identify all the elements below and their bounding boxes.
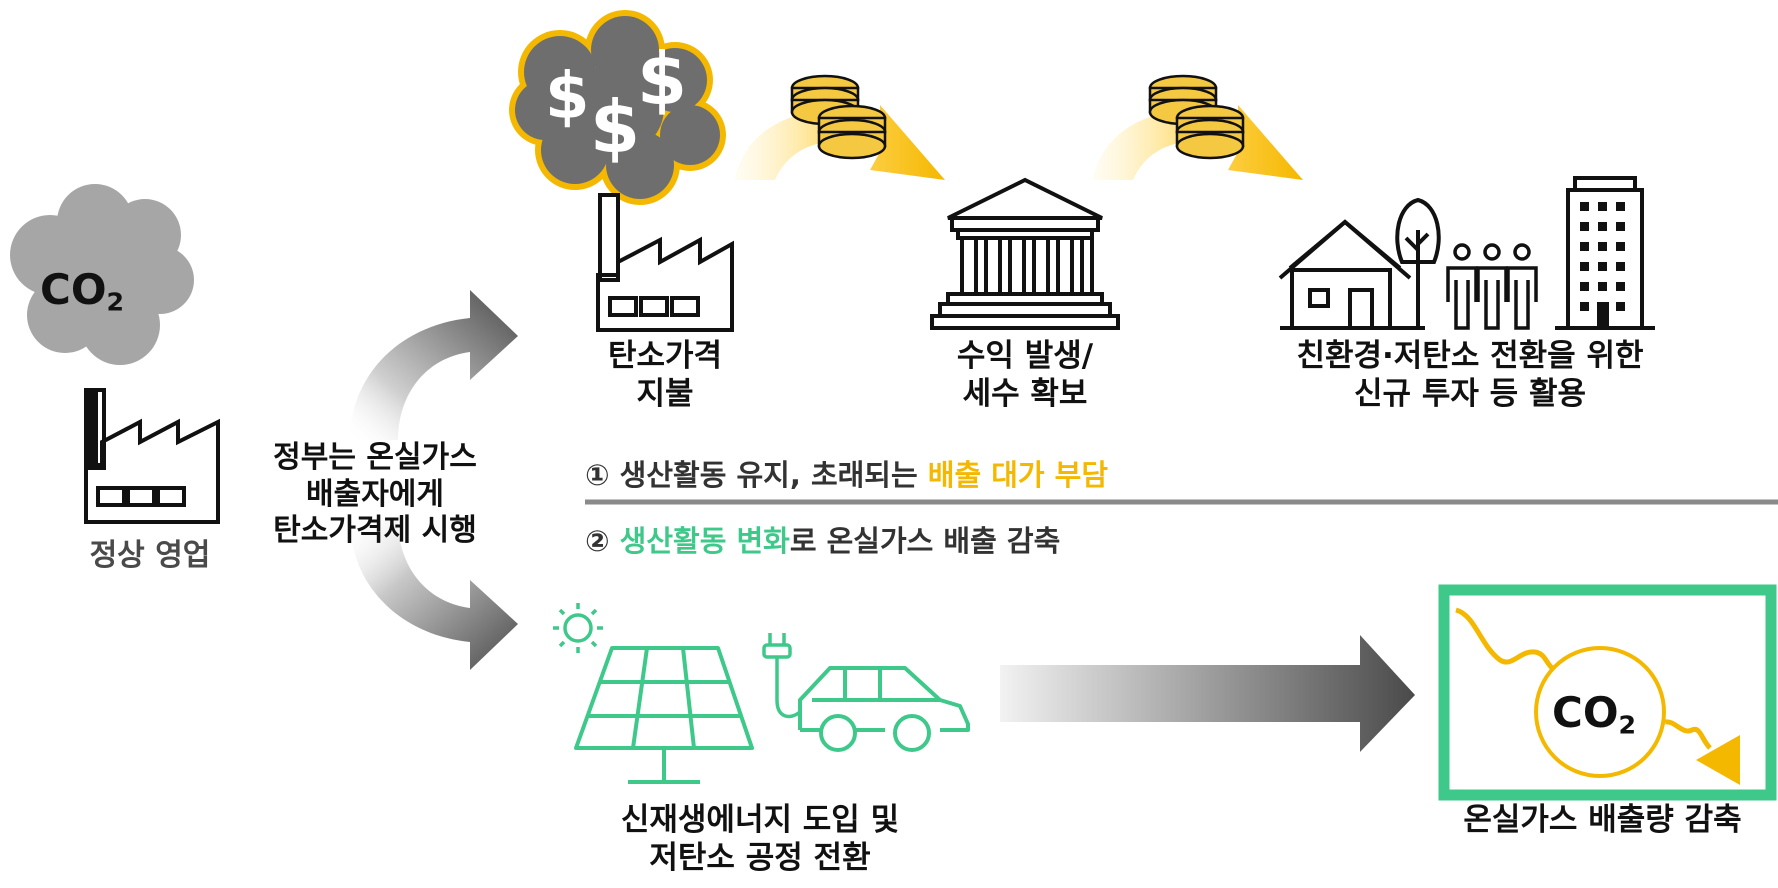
payment-flow-arrow <box>735 105 945 180</box>
co2-cloud-icon <box>10 184 194 365</box>
investment-flow-arrow <box>1093 105 1303 180</box>
invest-label: 친환경·저탄소 전환을 위한 신규 투자 등 활용 <box>1260 338 1680 414</box>
revenue-label-line-2: 세수 확보 <box>962 375 1088 412</box>
electric-car-icon <box>798 666 970 752</box>
option-1-highlight: 배출 대가 부담 <box>927 458 1109 492</box>
result-arrow <box>1000 635 1415 752</box>
policy-line-1: 정부는 온실가스 <box>273 440 477 475</box>
upper-curved-arrow <box>350 290 518 440</box>
revenue-label: 수익 발생/ 세수 확보 <box>915 338 1135 414</box>
house-icon <box>1278 219 1425 330</box>
sun-icon <box>553 603 603 653</box>
svg-text:$: $ <box>590 85 640 169</box>
renewable-label: 신재생에너지 도입 및 저탄소 공정 전환 <box>560 802 960 878</box>
co2-result-text: CO <box>1552 688 1619 737</box>
lower-curved-arrow <box>350 520 518 670</box>
money-cloud-icon: $ $ $ <box>509 10 726 205</box>
policy-line-3: 탄소가격제 시행 <box>273 513 477 549</box>
tree-icon <box>1395 197 1441 328</box>
option-2-text: ② 생산활동 변화로 온실가스 배출 감축 <box>585 518 1060 560</box>
bank-icon <box>930 177 1120 330</box>
co2-label-result: CO2 <box>1552 688 1636 739</box>
option-2-prefix: ② <box>585 524 620 558</box>
invest-label-line-2: 신규 투자 등 활용 <box>1353 375 1587 412</box>
option-2-suffix: 로 온실가스 배출 감축 <box>789 524 1061 558</box>
building-icon <box>1555 176 1655 330</box>
pay-label-line-1: 탄소가격 <box>607 338 723 374</box>
co2-decrease-icon <box>1438 584 1777 801</box>
factory-label: 정상 영업 <box>89 538 211 573</box>
pay-label: 탄소가격 지불 <box>575 338 755 414</box>
renewable-label-line-2: 저탄소 공정 전환 <box>649 839 871 876</box>
plug-icon <box>762 633 802 719</box>
svg-text:$: $ <box>637 37 687 121</box>
co2-subscript: 2 <box>106 287 125 317</box>
co2-label-left: CO2 <box>40 265 124 316</box>
option-2-highlight: 생산활동 변화 <box>619 524 790 558</box>
option-1-text: ① 생산활동 유지, 초래되는 배출 대가 부담 <box>585 452 1108 494</box>
coins-icon <box>790 74 887 160</box>
renewable-label-line-1: 신재생에너지 도입 및 <box>620 802 900 838</box>
co2-result-subscript: 2 <box>1618 710 1637 740</box>
people-icon <box>1446 243 1538 330</box>
factory-icon-2 <box>596 193 734 332</box>
invest-label-line-1: 친환경·저탄소 전환을 위한 <box>1296 338 1644 374</box>
policy-text: 정부는 온실가스 배출자에게 탄소가격제 시행 <box>245 440 505 550</box>
solar-panel-icon <box>574 646 754 784</box>
pay-label-line-2: 지불 <box>636 375 694 412</box>
policy-line-2: 배출자에게 <box>306 476 444 512</box>
revenue-label-line-1: 수익 발생/ <box>956 338 1094 374</box>
coins-icon-2 <box>1148 74 1245 160</box>
result-label: 온실가스 배출량 감축 <box>1463 802 1742 838</box>
svg-text:$: $ <box>545 60 590 134</box>
option-1-prefix: ① 생산활동 유지, 초래되는 <box>585 458 928 492</box>
factory-icon <box>84 388 220 524</box>
co2-text: CO <box>40 265 107 314</box>
